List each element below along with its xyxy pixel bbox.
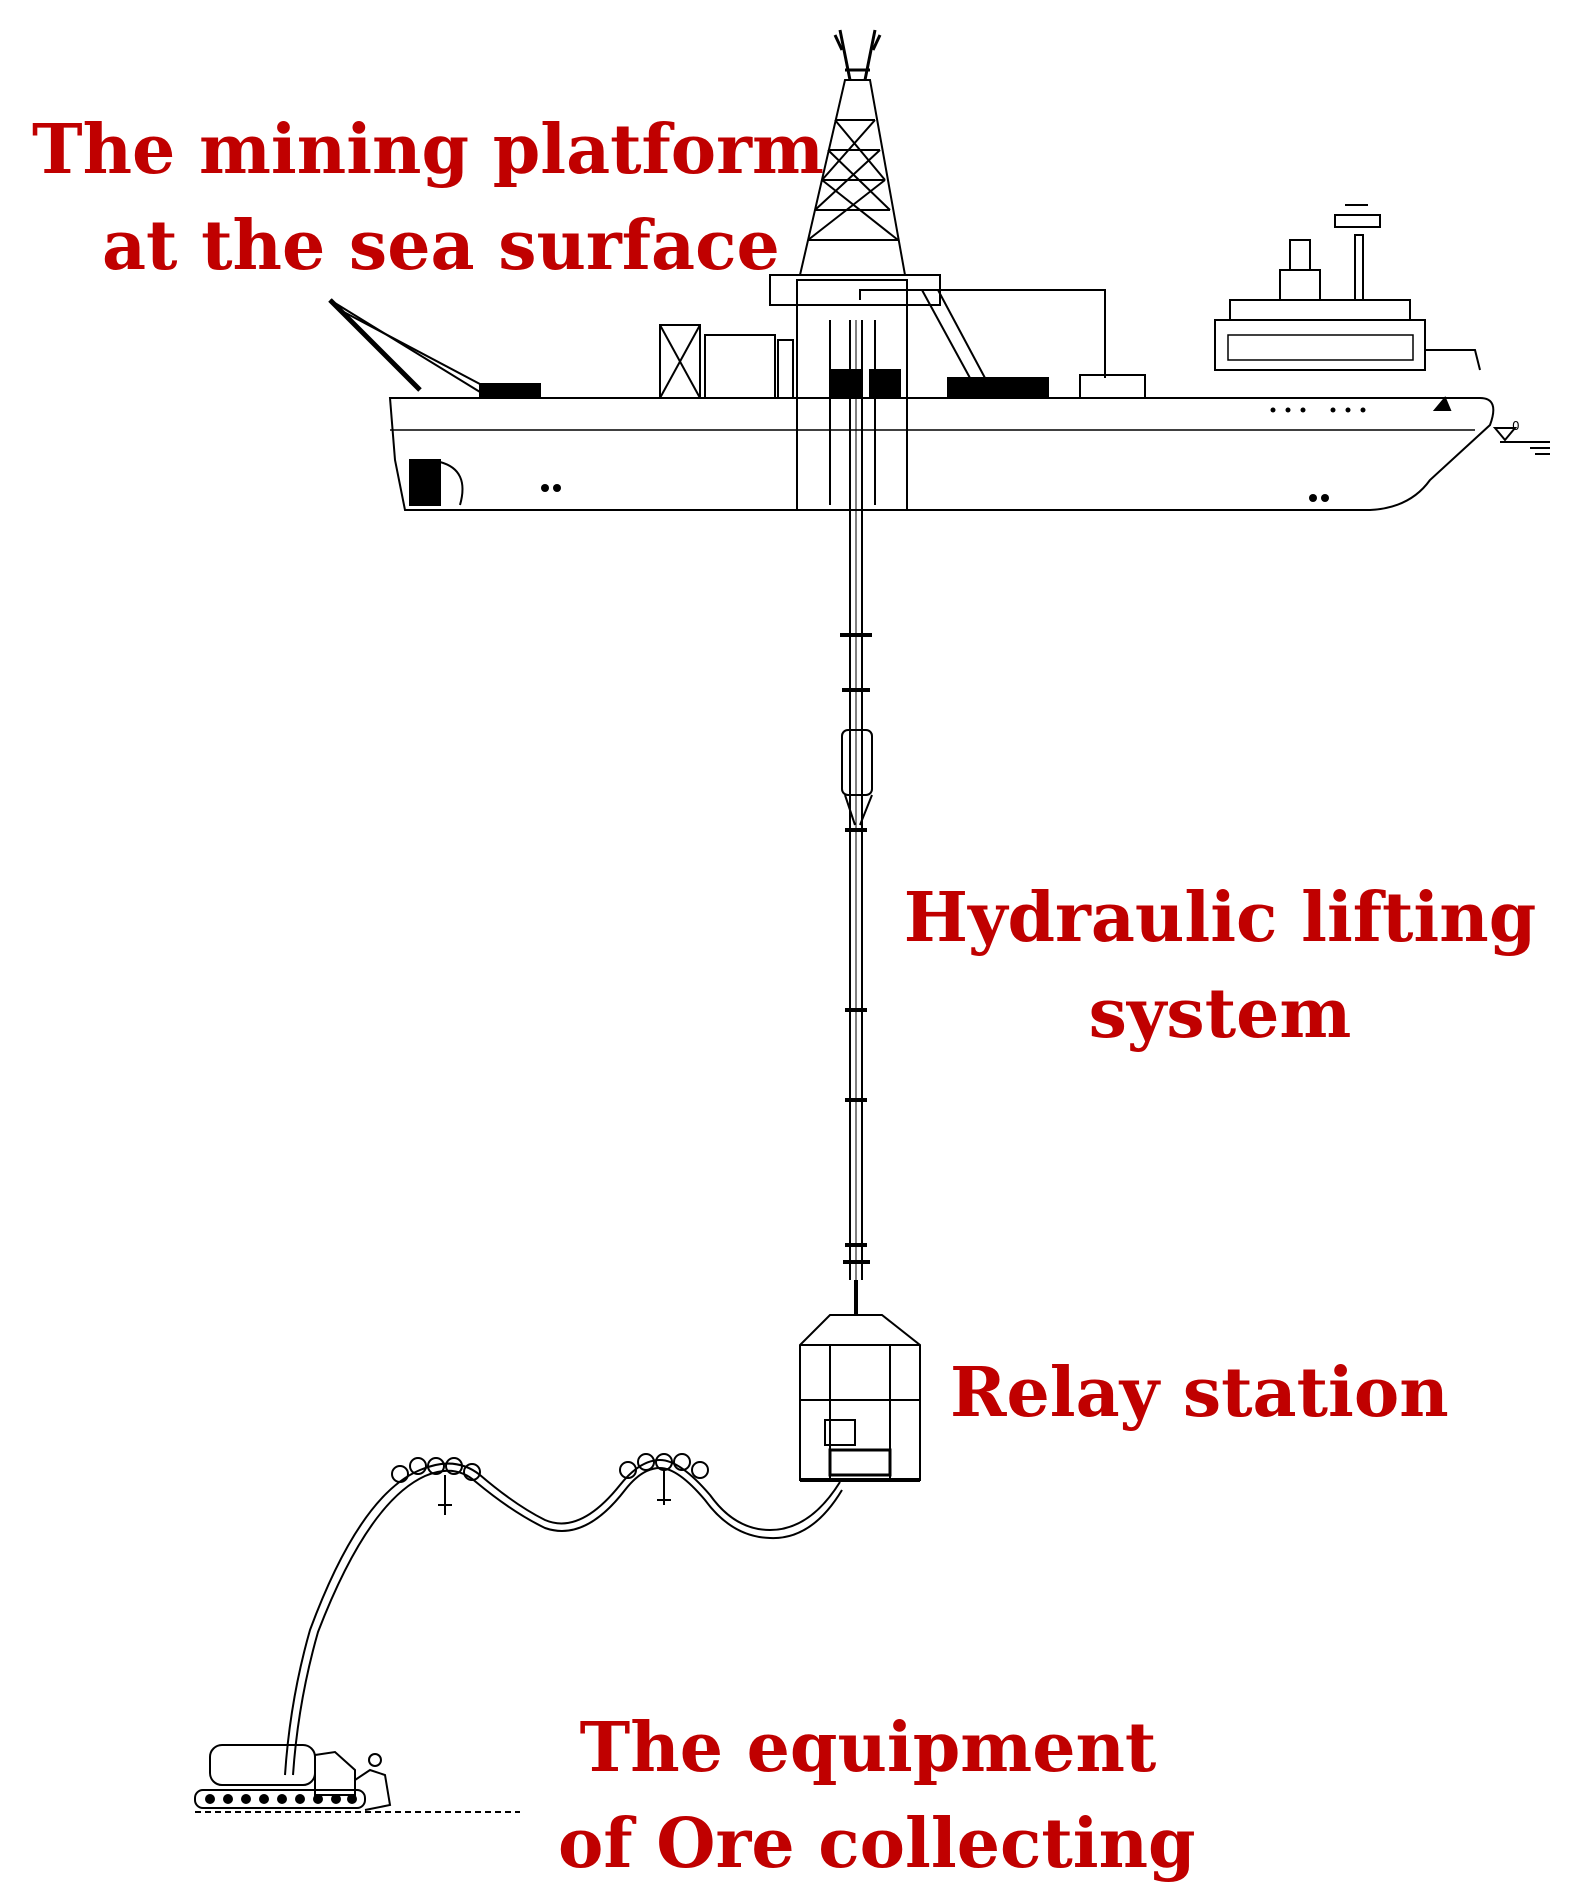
flexible-hose (284, 1453, 843, 1776)
ship-hull (388, 397, 1495, 511)
portholes (541, 407, 1366, 502)
label-relay-station: Relay station (950, 1345, 1449, 1441)
waterline-marker (1492, 427, 1550, 455)
label-mining-platform-line1: The mining platform (32, 110, 824, 190)
drilling-derrick (769, 29, 941, 306)
bridge-superstructure (1214, 204, 1481, 371)
waterline-zero-label: 0 (1512, 419, 1520, 433)
label-ore-collecting: The equipment of Ore collecting (558, 1700, 1196, 1892)
ore-collector-vehicle (194, 1744, 520, 1813)
mining-ship (328, 29, 1495, 511)
label-mining-platform-line2: at the sea surface (102, 206, 780, 286)
label-ore-collecting-line2: of Ore collecting (558, 1804, 1196, 1884)
label-ore-collecting-line1: The equipment (579, 1708, 1157, 1788)
label-relay-station-line1: Relay station (950, 1353, 1449, 1433)
label-hydraulic-lifting: Hydraulic lifting system (900, 870, 1540, 1062)
stern-crane (328, 298, 541, 399)
label-hydraulic-lifting-line2: system (1088, 974, 1352, 1054)
relay-station (799, 1280, 921, 1482)
waterline-zero-marker: 0 (1512, 419, 1520, 433)
label-mining-platform: The mining platform at the sea surface (32, 102, 824, 294)
label-hydraulic-lifting-line1: Hydraulic lifting (903, 878, 1537, 958)
lifting-pipe (840, 320, 873, 1280)
